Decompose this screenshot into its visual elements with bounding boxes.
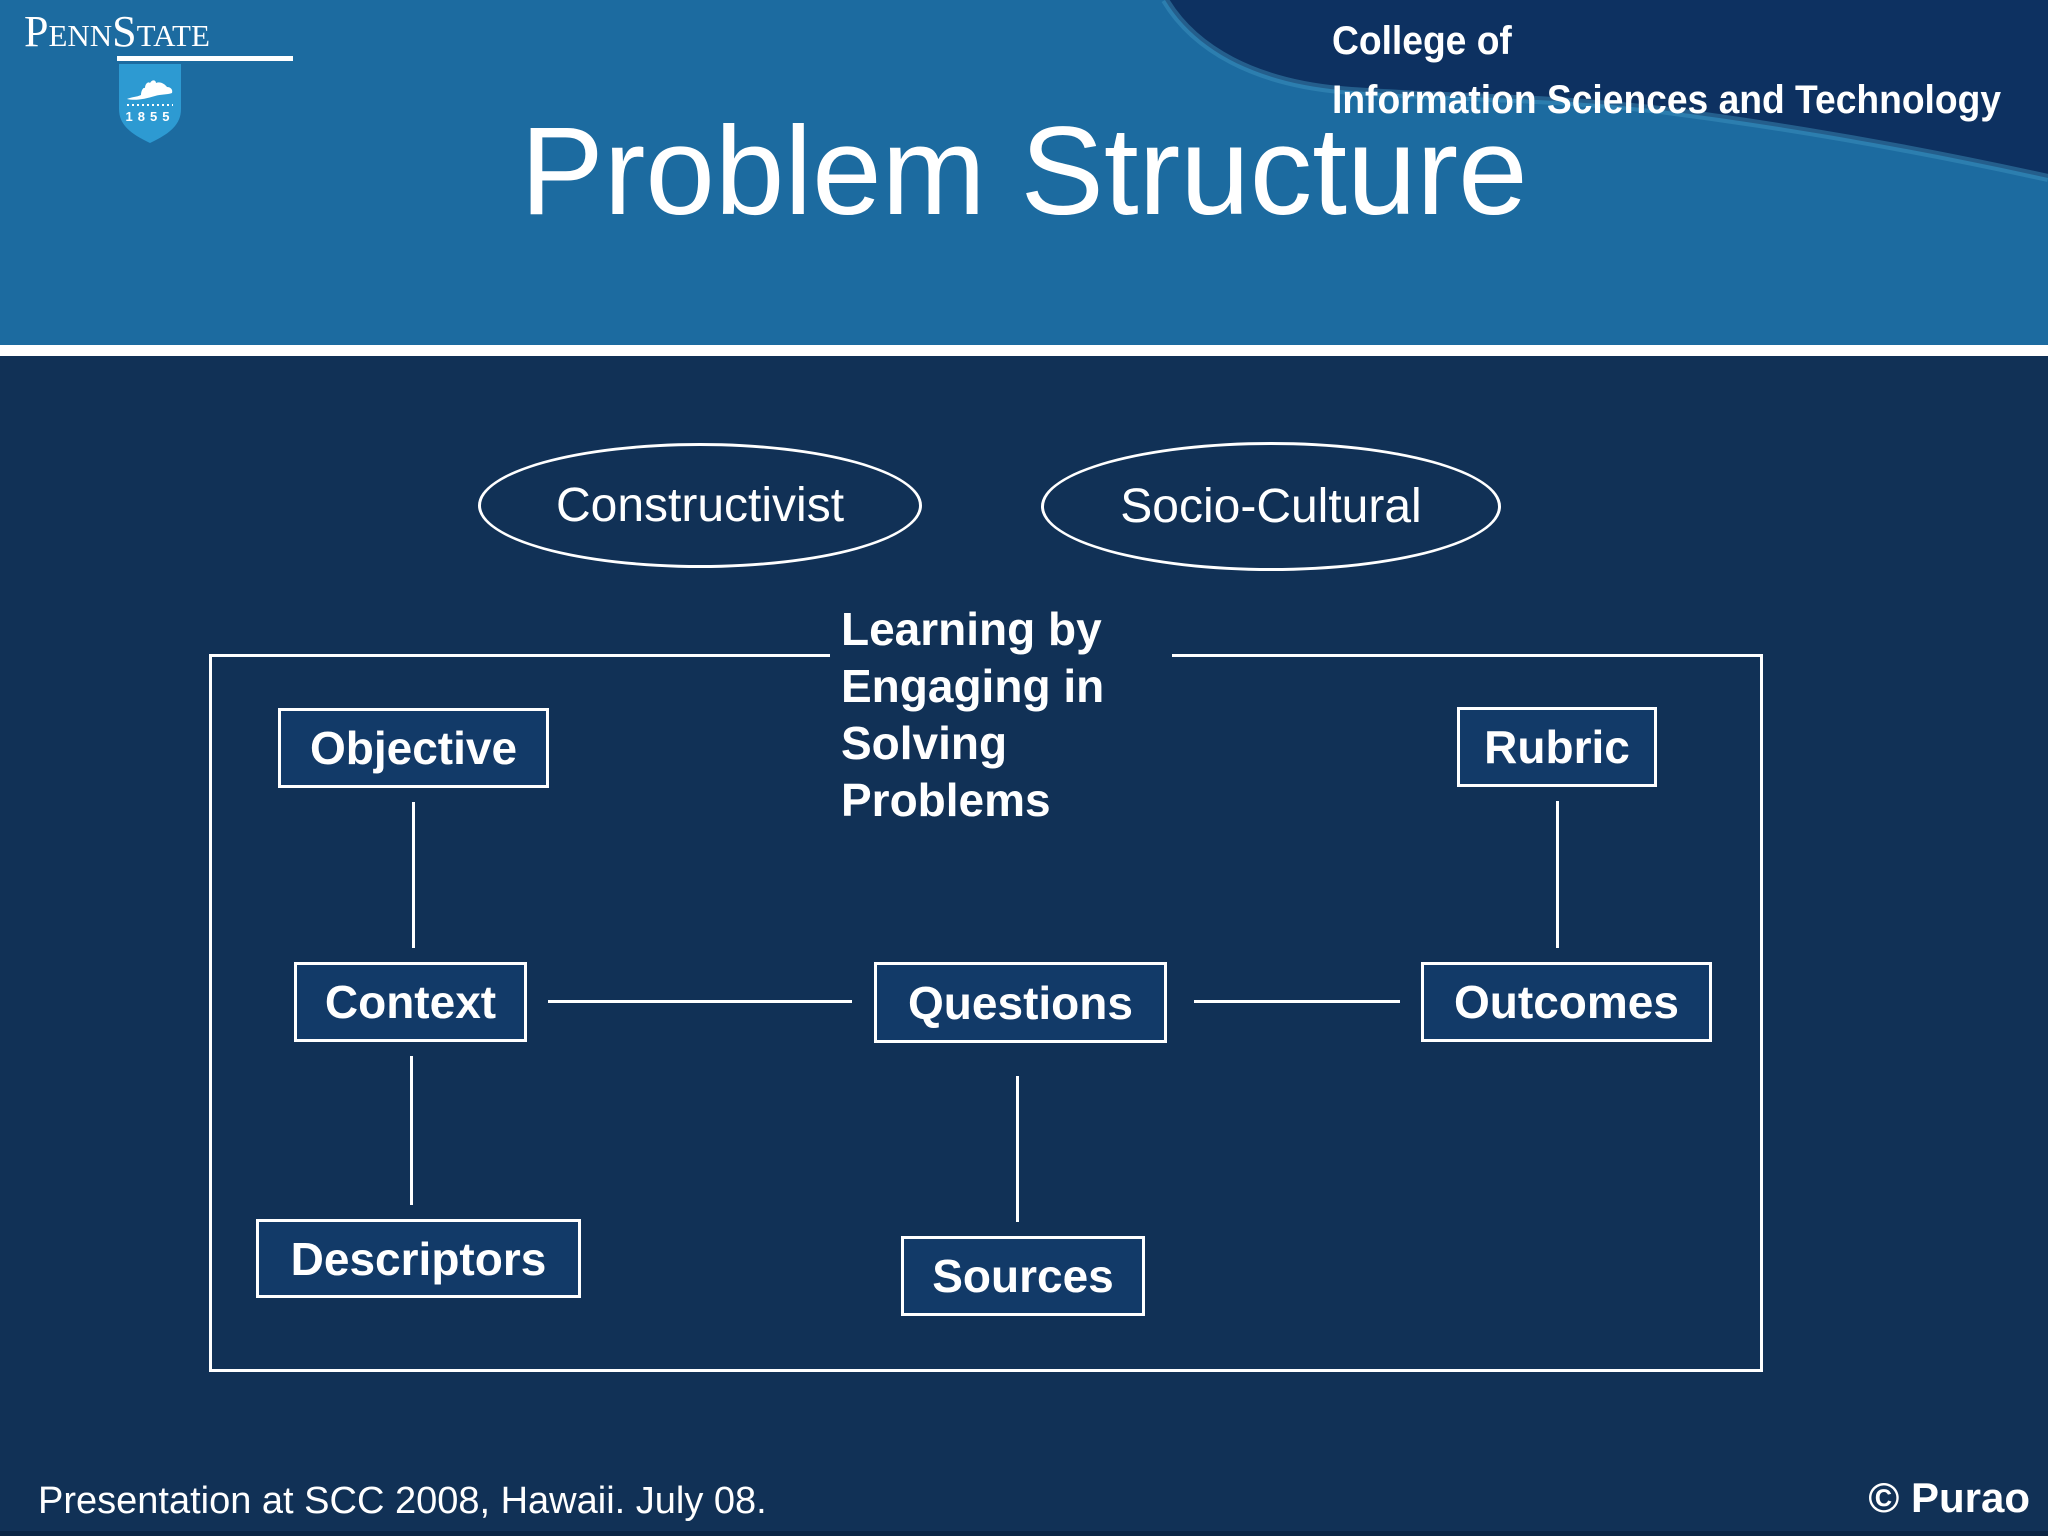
connector-context-questions bbox=[548, 1000, 852, 1003]
pennstate-wordmark: PennState bbox=[24, 7, 210, 56]
shield-year: 1855 bbox=[126, 109, 175, 124]
ellipse-socio-cultural: Socio-Cultural bbox=[1041, 442, 1501, 571]
center-heading-line4: Problems bbox=[841, 774, 1051, 826]
node-objective-label: Objective bbox=[309, 722, 518, 774]
ellipse-constructivist: Constructivist bbox=[478, 443, 922, 568]
center-heading-line3: Solving bbox=[841, 717, 1008, 769]
college-name: College of Information Sciences and Tech… bbox=[1332, 12, 2001, 130]
node-context-label: Context bbox=[324, 976, 497, 1028]
swoosh-edge-highlight bbox=[1161, 0, 2048, 182]
node-outcomes: Outcomes bbox=[1421, 962, 1712, 1042]
node-sources: Sources bbox=[901, 1236, 1145, 1316]
node-descriptors: Descriptors bbox=[256, 1219, 581, 1298]
rect-border-right bbox=[1760, 654, 1763, 1372]
node-descriptors-label: Descriptors bbox=[290, 1232, 547, 1285]
pennstate-logo-rule bbox=[117, 56, 293, 61]
college-name-line1: College of bbox=[1332, 19, 1512, 63]
rect-border-bottom bbox=[209, 1369, 1763, 1372]
swoosh-shape bbox=[1165, 0, 2048, 178]
bottom-edge-strip bbox=[0, 1531, 2048, 1536]
connector-questions-sources bbox=[1016, 1076, 1019, 1222]
node-questions: Questions bbox=[874, 962, 1167, 1043]
node-context: Context bbox=[294, 962, 527, 1042]
node-sources-label: Sources bbox=[932, 1250, 1114, 1302]
ellipse-socio-cultural-label: Socio-Cultural bbox=[1120, 480, 1422, 533]
center-heading-line1: Learning by bbox=[841, 603, 1102, 655]
connector-objective-context bbox=[412, 802, 415, 948]
rect-border-left bbox=[209, 654, 212, 1372]
footer-copyright: © Purao bbox=[1868, 1474, 2030, 1521]
shield-shape bbox=[119, 64, 181, 143]
slide-title: Problem Structure bbox=[520, 102, 1528, 241]
ellipse-constructivist-label: Constructivist bbox=[555, 479, 845, 532]
pennstate-shield-icon: 1855 bbox=[119, 64, 181, 143]
node-outcomes-label: Outcomes bbox=[1454, 976, 1679, 1028]
node-rubric-label: Rubric bbox=[1484, 721, 1630, 773]
node-questions-label: Questions bbox=[908, 976, 1133, 1029]
rect-border-top-left bbox=[209, 654, 830, 657]
footer-citation: Presentation at SCC 2008, Hawaii. July 0… bbox=[38, 1480, 767, 1522]
shield-lion-graphic bbox=[127, 80, 173, 100]
center-heading: Learning by Engaging in Solving Problems bbox=[841, 601, 1104, 829]
center-heading-line2: Engaging in bbox=[841, 660, 1105, 712]
node-objective: Objective bbox=[278, 708, 549, 788]
rect-border-top-right bbox=[1172, 654, 1763, 657]
connector-context-descriptors bbox=[410, 1056, 413, 1205]
connector-questions-outcomes bbox=[1194, 1000, 1400, 1003]
college-name-line2: Information Sciences and Technology bbox=[1332, 78, 2002, 122]
node-rubric: Rubric bbox=[1457, 707, 1657, 787]
header-swoosh-graphic bbox=[1161, 0, 2048, 182]
connector-rubric-outcomes bbox=[1556, 801, 1559, 948]
header-separator-line bbox=[0, 345, 2048, 356]
